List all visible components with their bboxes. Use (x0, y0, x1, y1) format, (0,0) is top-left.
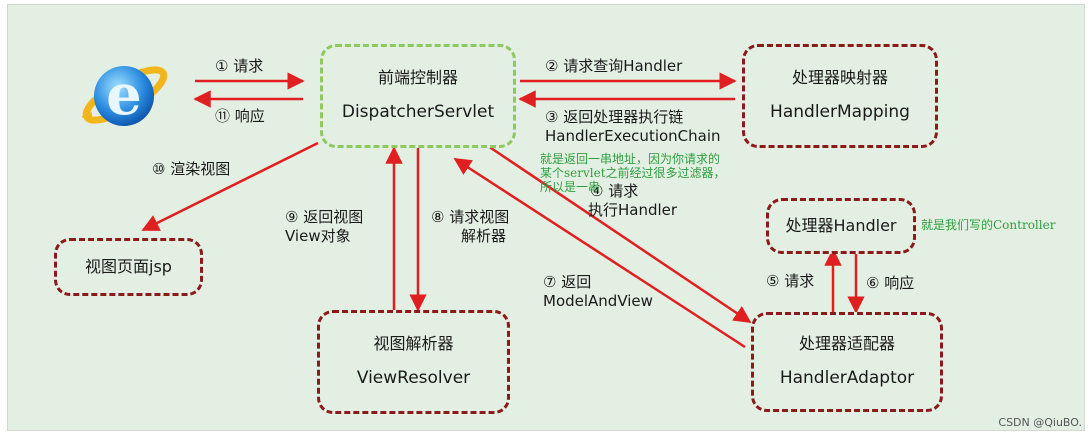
step8-label: ⑧ 请求视图 (431, 208, 510, 226)
handler-note: 就是我们写的Controller (921, 218, 1056, 232)
step11-label: ⑪ 响应 (215, 107, 265, 125)
step9-view-label: View对象 (285, 227, 351, 245)
step4-execute-label: 执行Handler (588, 201, 678, 219)
view-resolver-title: 视图解析器 (373, 334, 454, 353)
handler-title: 处理器Handler (785, 216, 897, 235)
step3-label: ③ 返回处理器执行链 (545, 108, 684, 126)
front-controller-box: 前端控制器 DispatcherServlet (320, 44, 516, 148)
arrow-step7-model-and-view (453, 157, 746, 349)
view-page-title: 视图页面jsp (85, 257, 172, 276)
step2-label: ② 请求查询Handler (545, 57, 683, 75)
step9-label: ⑨ 返回视图 (285, 208, 364, 226)
chain-note-line3: 所以是一串 (540, 180, 601, 194)
view-resolver-box: 视图解析器 ViewResolver (317, 310, 510, 414)
internet-explorer-icon: e (81, 62, 168, 128)
chain-note-line2: 某个servlet之前经过很多过滤器， (540, 166, 726, 180)
watermark: CSDN @QiuBO. (998, 416, 1082, 429)
step6-label: ⑥ 响应 (866, 274, 915, 292)
step4-label: ④ 请求 (590, 182, 639, 200)
step5-label: ⑤ 请求 (766, 272, 815, 290)
handler-box: 处理器Handler (766, 198, 916, 254)
handler-adaptor-title: 处理器适配器 (798, 334, 895, 353)
arrow-step4-execute-handler (487, 144, 752, 324)
handler-adaptor-subtitle: HandlerAdaptor (779, 368, 915, 388)
handler-adaptor-box: 处理器适配器 HandlerAdaptor (751, 312, 943, 412)
chain-note-line1: 就是返回一串地址，因为你请求的 (540, 152, 721, 166)
step7-model-label: ModelAndView (543, 292, 653, 310)
handler-mapping-box: 处理器映射器 HandlerMapping (742, 44, 938, 148)
step8-resolver-label: 解析器 (461, 227, 507, 245)
view-page-box: 视图页面jsp (54, 238, 203, 296)
step7-label: ⑦ 返回 (543, 273, 592, 291)
front-controller-title: 前端控制器 (377, 68, 458, 87)
handler-mapping-title: 处理器映射器 (791, 68, 888, 87)
step10-label: ⑩ 渲染视图 (152, 160, 231, 178)
arrow-step10-render-view (141, 141, 319, 232)
step3-chain-label: HandlerExecutionChain (545, 127, 721, 145)
front-controller-subtitle: DispatcherServlet (341, 102, 495, 122)
view-resolver-subtitle: ViewResolver (356, 368, 471, 388)
svg-text:e: e (106, 62, 142, 128)
handler-mapping-subtitle: HandlerMapping (770, 102, 910, 122)
step1-label: ① 请求 (215, 57, 264, 75)
